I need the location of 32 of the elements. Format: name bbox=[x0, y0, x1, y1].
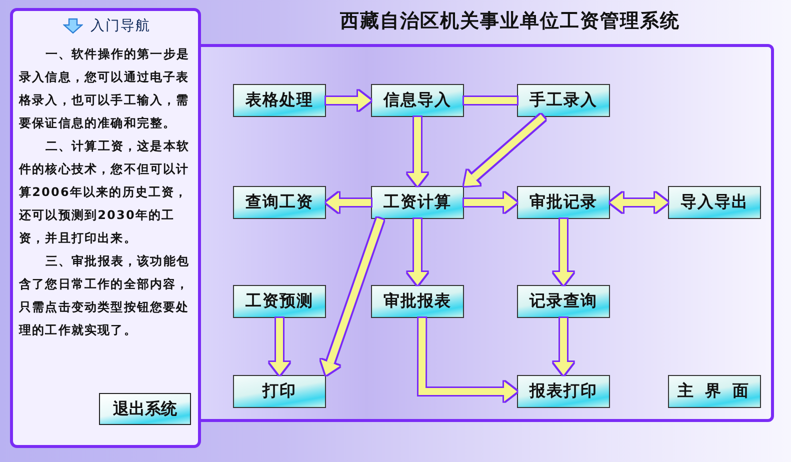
arrow bbox=[408, 219, 428, 285]
menu-button: 工资预测 bbox=[233, 285, 326, 318]
arrow bbox=[418, 318, 517, 402]
guide-panel bbox=[10, 8, 201, 448]
arrow bbox=[554, 318, 574, 375]
menu-button: 信息导入 bbox=[371, 84, 464, 117]
guide-heading: 入门导航 bbox=[90, 17, 150, 35]
arrow bbox=[326, 90, 371, 110]
arrow bbox=[408, 117, 428, 186]
arrow bbox=[464, 114, 546, 186]
menu-button: 审批报表 bbox=[371, 285, 464, 318]
arrow bbox=[554, 219, 574, 285]
menu-button: 审批记录 bbox=[517, 186, 610, 219]
menu-button: 主 界 面 bbox=[668, 375, 761, 408]
menu-button: 查询工资 bbox=[233, 186, 326, 219]
guide-paragraph: 三、审批报表，该功能包含了您日常工作的全部内容，只需点击变动类型按钮您要处理的工作就实现了。 bbox=[19, 253, 190, 339]
menu-button: 打印 bbox=[233, 375, 326, 408]
menu-button: 工资计算 bbox=[371, 186, 464, 219]
arrow bbox=[320, 218, 384, 375]
arrow bbox=[610, 192, 668, 212]
menu-button: 表格处理 bbox=[233, 84, 326, 117]
menu-button: 手工录入 bbox=[517, 84, 610, 117]
exit-button: 退出系统 bbox=[99, 393, 191, 425]
guide-paragraph: 二、计算工资，这是本软件的核心技术，您不但可以计算2006年以来的历史工资，还可以预测到2030年的工资，并且打印出来。 bbox=[19, 138, 190, 247]
arrow bbox=[464, 192, 517, 212]
menu-button: 记录查询 bbox=[517, 285, 610, 318]
arrow bbox=[326, 192, 371, 212]
guide-paragraph: 一、软件操作的第一步是录入信息，您可以通过电子表格录入，也可以手工输入，需要保证信息的准确和完整。 bbox=[19, 46, 190, 132]
system-title: 西藏自治区机关事业单位工资管理系统 bbox=[339, 9, 681, 34]
menu-button: 报表打印 bbox=[517, 375, 610, 408]
menu-button: 导入导出 bbox=[668, 186, 761, 219]
arrow bbox=[270, 318, 290, 375]
